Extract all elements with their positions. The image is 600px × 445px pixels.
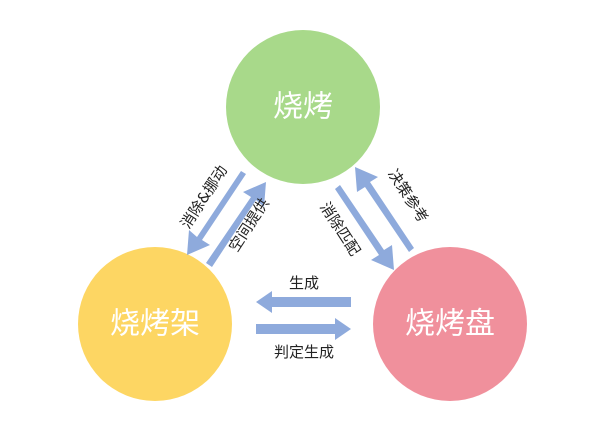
- node-left-label: 烧烤架: [110, 307, 200, 342]
- node-right-circle: [373, 247, 527, 401]
- arrow-right-down: [335, 185, 394, 270]
- node-right-label: 烧烤盘: [405, 307, 495, 342]
- edge-bottom-left-label: 生成: [289, 274, 319, 292]
- edge-right-down-label: 消除匹配: [316, 199, 364, 259]
- arrow-left-up: [206, 182, 266, 267]
- arrow-bottom-right: [256, 318, 351, 340]
- node-top-label: 烧烤: [273, 90, 333, 125]
- arrow-right-up: [355, 167, 414, 252]
- node-left-circle: [78, 247, 232, 401]
- arrow-bottom-left: [256, 291, 351, 313]
- edge-bottom-right-label: 判定生成: [274, 343, 334, 361]
- node-top-circle: [226, 30, 380, 184]
- arrow-left-down: [187, 171, 246, 255]
- edge-left-up-label: 消除&挪动: [177, 162, 231, 232]
